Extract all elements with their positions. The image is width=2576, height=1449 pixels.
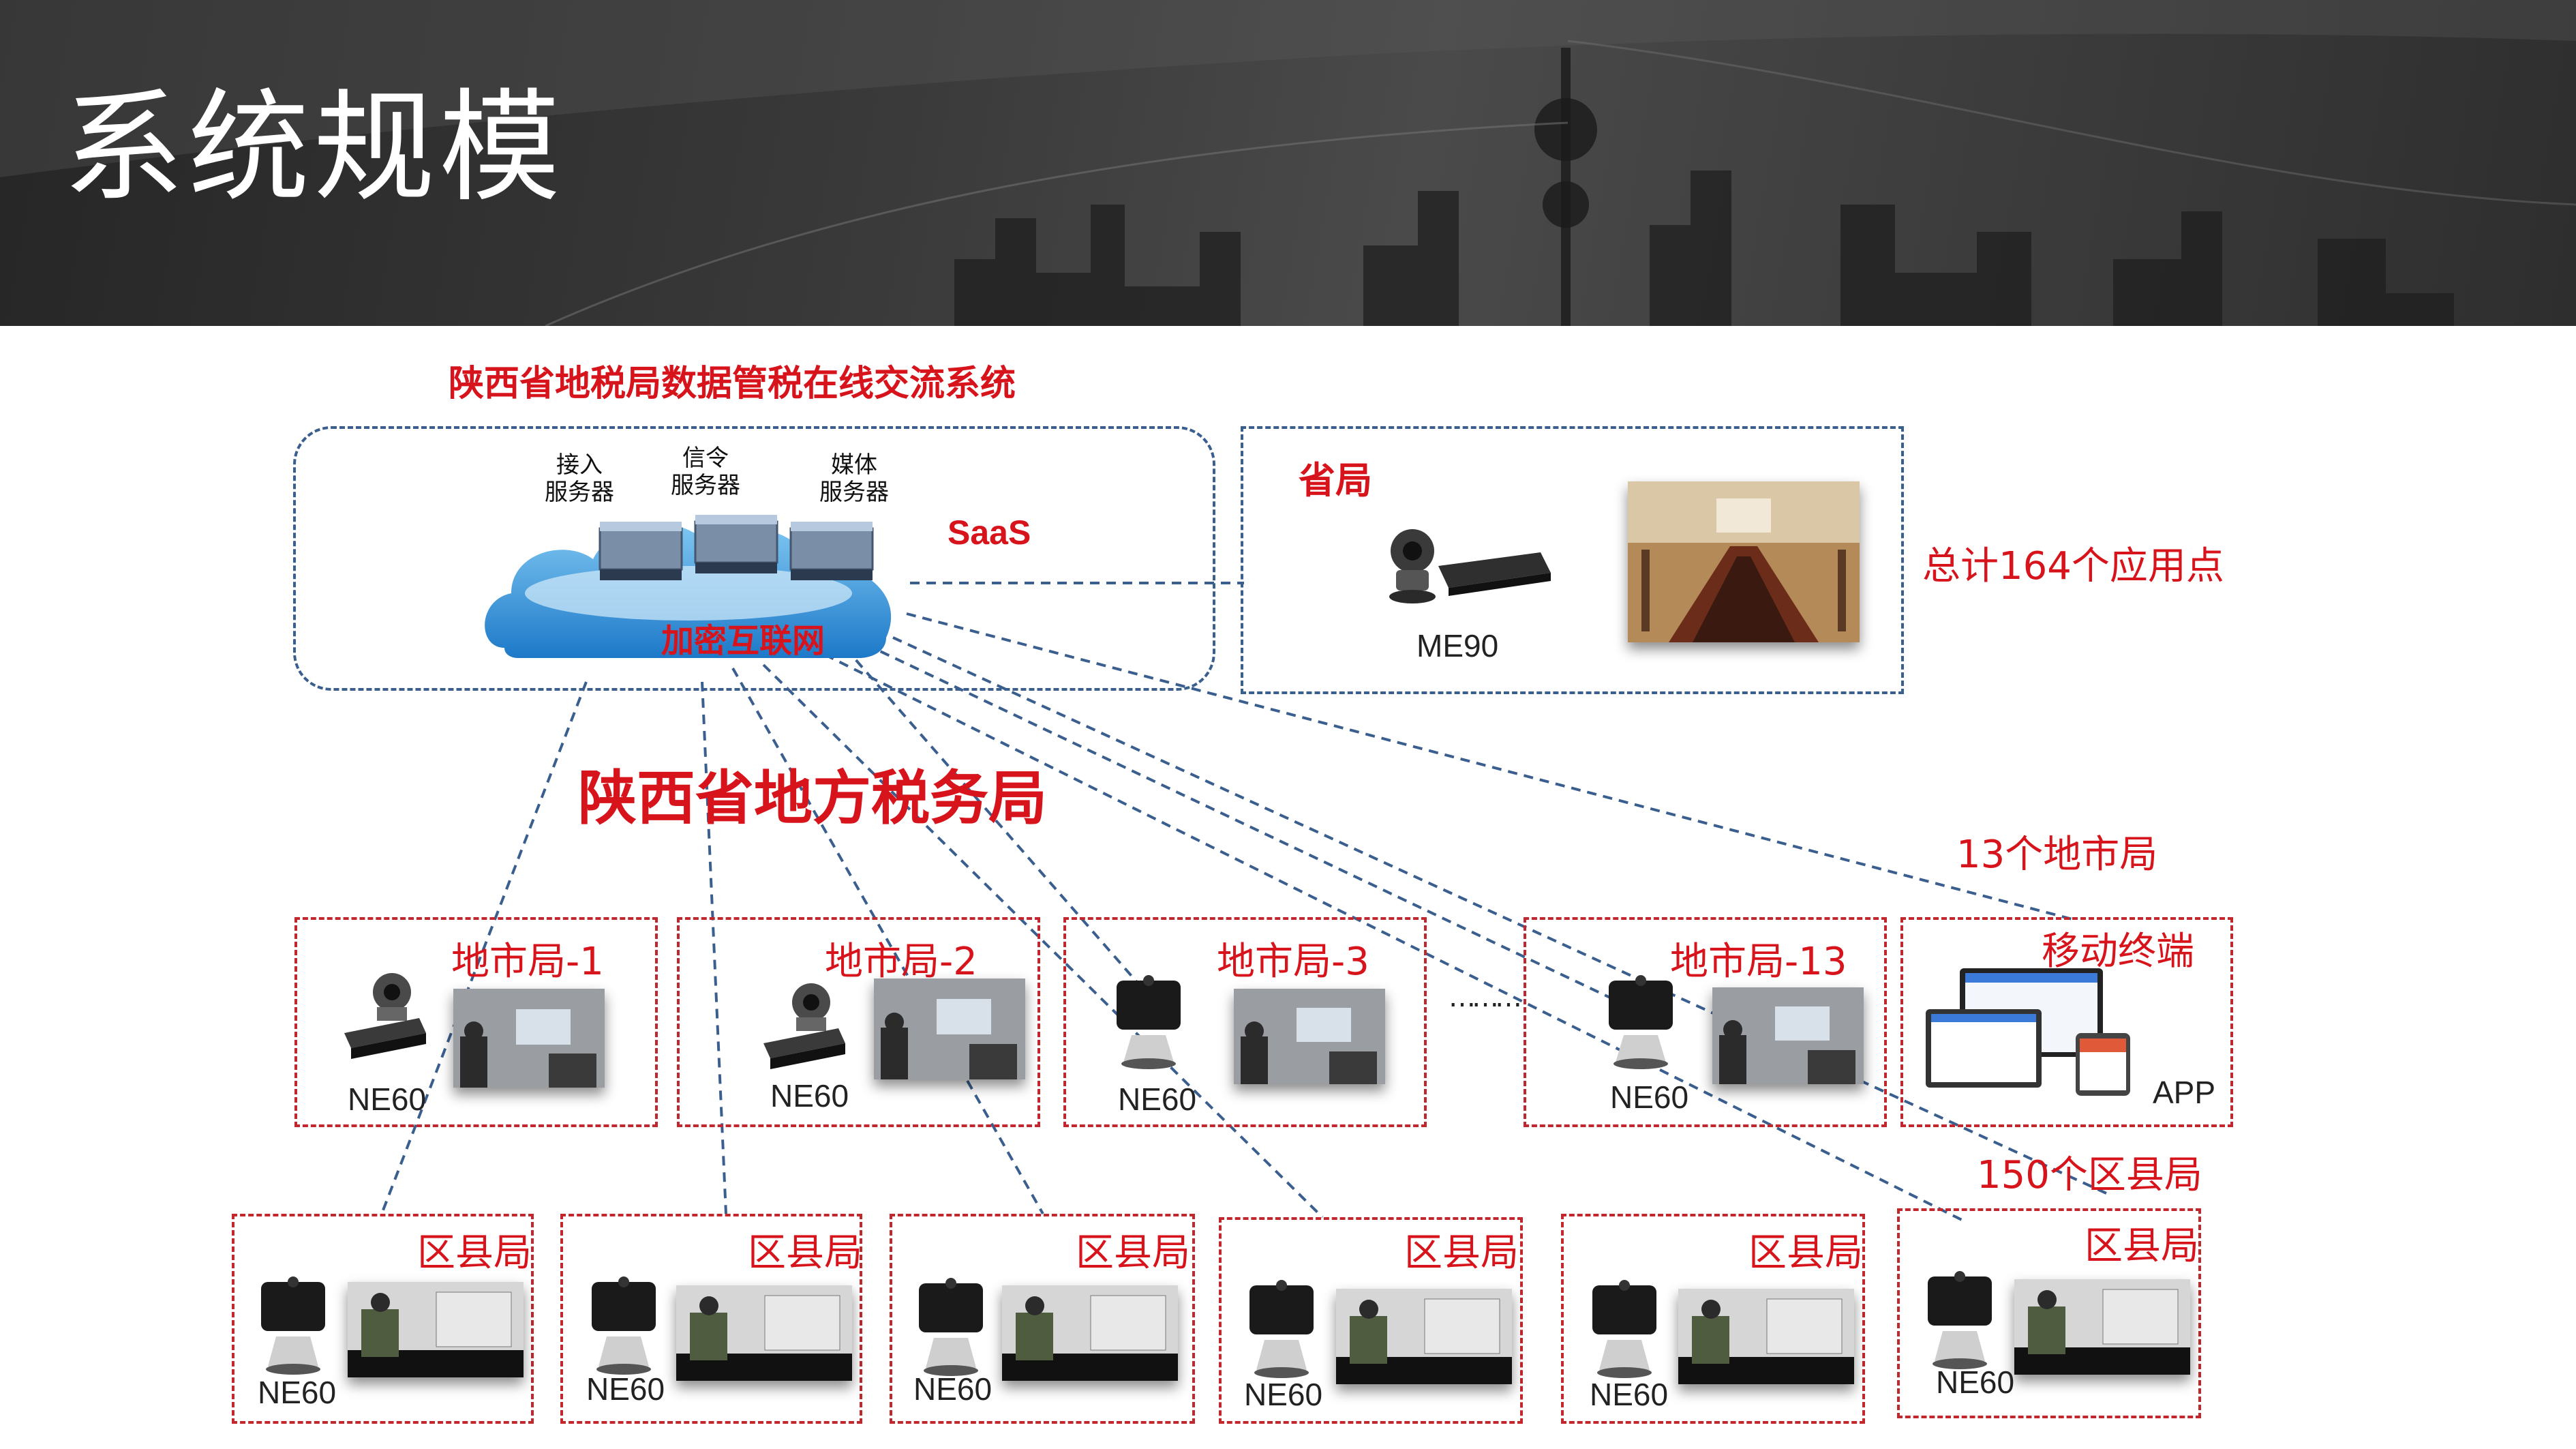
county-name-2: 区县局 — [748, 1231, 862, 1275]
cloud-group-box — [293, 426, 1215, 691]
ne60-touch-device-icon — [1249, 1280, 1314, 1378]
conference-room-photo — [1628, 481, 1860, 642]
media-server-label: 媒体 服务器 — [819, 451, 889, 506]
county-box-2 — [560, 1214, 862, 1424]
me90-label: ME90 — [1416, 628, 1499, 663]
city-skyline-image — [0, 0, 2576, 326]
mobile-device: APP — [2153, 1075, 2216, 1110]
ellipsis-dots: ……… — [1449, 982, 1522, 1013]
city-count-label: 13个地市局 — [1956, 833, 2158, 877]
city-name-1: 地市局-1 — [451, 940, 604, 984]
total-points-label: 总计164个应用点 — [1922, 544, 2224, 588]
county-name-3: 区县局 — [1076, 1231, 1190, 1275]
county-device-1: NE60 — [258, 1375, 337, 1410]
city-name-3: 地市局-3 — [1217, 940, 1369, 984]
bureau-title: 陕西省地方税务局 — [578, 764, 1047, 833]
city-device-13: NE60 — [1610, 1079, 1689, 1115]
meeting-photo — [348, 1282, 524, 1377]
ne60-touch-device-icon — [1117, 975, 1181, 1069]
ne60-touch-device-icon — [261, 1276, 325, 1375]
city-device-1: NE60 — [348, 1081, 427, 1117]
me90-device-icon — [1389, 529, 1551, 603]
county-device-3: NE60 — [913, 1371, 992, 1407]
header-banner: 系统规模 — [0, 0, 2576, 326]
county-name-4: 区县局 — [1404, 1231, 1519, 1275]
meeting-photo — [1678, 1289, 1854, 1384]
mobile-box — [1900, 917, 2233, 1127]
county-name-6: 区县局 — [2085, 1224, 2199, 1268]
page-title: 系统规模 — [63, 77, 564, 218]
meeting-photo — [1002, 1285, 1178, 1381]
city-box-13 — [1524, 917, 1887, 1127]
county-device-2: NE60 — [586, 1371, 665, 1407]
meeting-photo — [874, 979, 1025, 1079]
multi-device-app-icon — [1926, 968, 2130, 1096]
province-box — [1241, 426, 1904, 694]
county-count-label: 150个区县局 — [1977, 1153, 2202, 1197]
city-box-2 — [677, 917, 1040, 1127]
mobile-name: 移动终端 — [2042, 929, 2194, 974]
county-device-6: NE60 — [1936, 1364, 2015, 1400]
saas-label: SaaS — [948, 513, 1031, 552]
county-box-4 — [1219, 1217, 1523, 1424]
servers-icon — [598, 515, 874, 580]
ne60-touch-device-icon — [592, 1276, 656, 1375]
signal-server-label: 信令 服务器 — [671, 445, 740, 499]
ne60-touch-device-icon — [1592, 1280, 1656, 1378]
meeting-photo — [2014, 1279, 2190, 1375]
province-title: 省局 — [1299, 459, 1372, 502]
ne60-touch-device-icon — [919, 1278, 983, 1376]
city-device-2: NE60 — [770, 1078, 849, 1114]
system-title: 陕西省地税局数据管税在线交流系统 — [449, 363, 1016, 404]
county-device-5: NE60 — [1590, 1377, 1669, 1412]
county-box-5 — [1561, 1214, 1865, 1424]
city-name-2: 地市局-2 — [825, 940, 978, 984]
ne60-touch-device-icon — [1609, 975, 1673, 1069]
county-box-1 — [232, 1214, 534, 1424]
county-box-3 — [890, 1214, 1195, 1424]
meeting-photo — [1234, 989, 1385, 1084]
city-name-13: 地市局-13 — [1670, 940, 1847, 984]
county-device-4: NE60 — [1244, 1377, 1323, 1412]
ne60-touch-device-icon — [1928, 1271, 1992, 1369]
county-name-5: 区县局 — [1748, 1231, 1863, 1275]
meeting-photo — [1336, 1289, 1512, 1384]
city-box-3 — [1063, 917, 1427, 1127]
county-box-6 — [1897, 1208, 2201, 1418]
city-device-3: NE60 — [1118, 1081, 1197, 1117]
county-name-1: 区县局 — [417, 1231, 532, 1275]
network-label: 加密互联网 — [661, 622, 825, 660]
meeting-photo — [453, 989, 605, 1088]
meeting-photo — [676, 1285, 852, 1381]
meeting-photo — [1712, 987, 1864, 1084]
city-box-1 — [294, 917, 658, 1127]
access-server-label: 接入 服务器 — [545, 451, 614, 506]
ne60-box-device-icon — [763, 983, 845, 1069]
ne60-box-device-icon — [344, 973, 426, 1059]
